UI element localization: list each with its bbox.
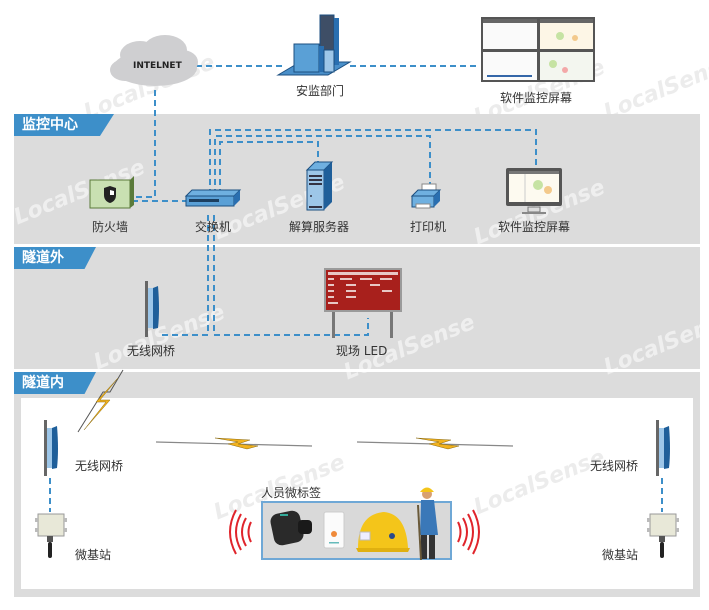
lightning-icon <box>356 437 514 450</box>
section-tag-outside-tunnel: 隧道外 <box>14 247 96 269</box>
link-internet-firewall <box>132 90 156 198</box>
link-switch-server <box>219 141 319 195</box>
bridge-inside-left-label: 无线网桥 <box>75 459 124 473</box>
signal-waves-right-icon <box>457 509 480 555</box>
led-label: 现场 LED <box>336 344 388 358</box>
section-tag-monitor-center: 监控中心 <box>14 114 114 136</box>
server-label: 解算服务器 <box>289 220 350 234</box>
helmet-tag-icon <box>356 512 410 552</box>
link-switch-led <box>213 215 369 336</box>
lightning-icon <box>155 437 313 450</box>
monitor-wall-label: 软件监控屏幕 <box>500 91 573 105</box>
signal-waves-left-icon <box>229 509 252 555</box>
link-switch-bridge <box>158 215 209 336</box>
section-tag-inside-tunnel: 隧道内 <box>14 372 96 394</box>
card-tag-icon <box>323 511 345 549</box>
station-inside-right-label: 微基站 <box>602 548 639 562</box>
link-switch-monitor <box>209 129 537 195</box>
lightning-icon <box>77 369 124 433</box>
station-inside-left-label: 微基站 <box>75 548 112 562</box>
switch-label: 交换机 <box>195 220 232 234</box>
bridge-inside-right-label: 无线网桥 <box>590 459 639 473</box>
safety-dept-label: 安监部门 <box>296 84 345 98</box>
tags-title: 人员微标签 <box>261 486 322 500</box>
wristband-tag-icon <box>270 510 312 546</box>
firewall-label: 防火墙 <box>92 220 129 234</box>
printer-label: 打印机 <box>410 220 447 234</box>
bridge-outside-label: 无线网桥 <box>127 344 176 358</box>
internet-label: INTELNET <box>133 61 182 71</box>
monitor-label: 软件监控屏幕 <box>498 220 571 234</box>
worker-icon <box>417 487 438 561</box>
